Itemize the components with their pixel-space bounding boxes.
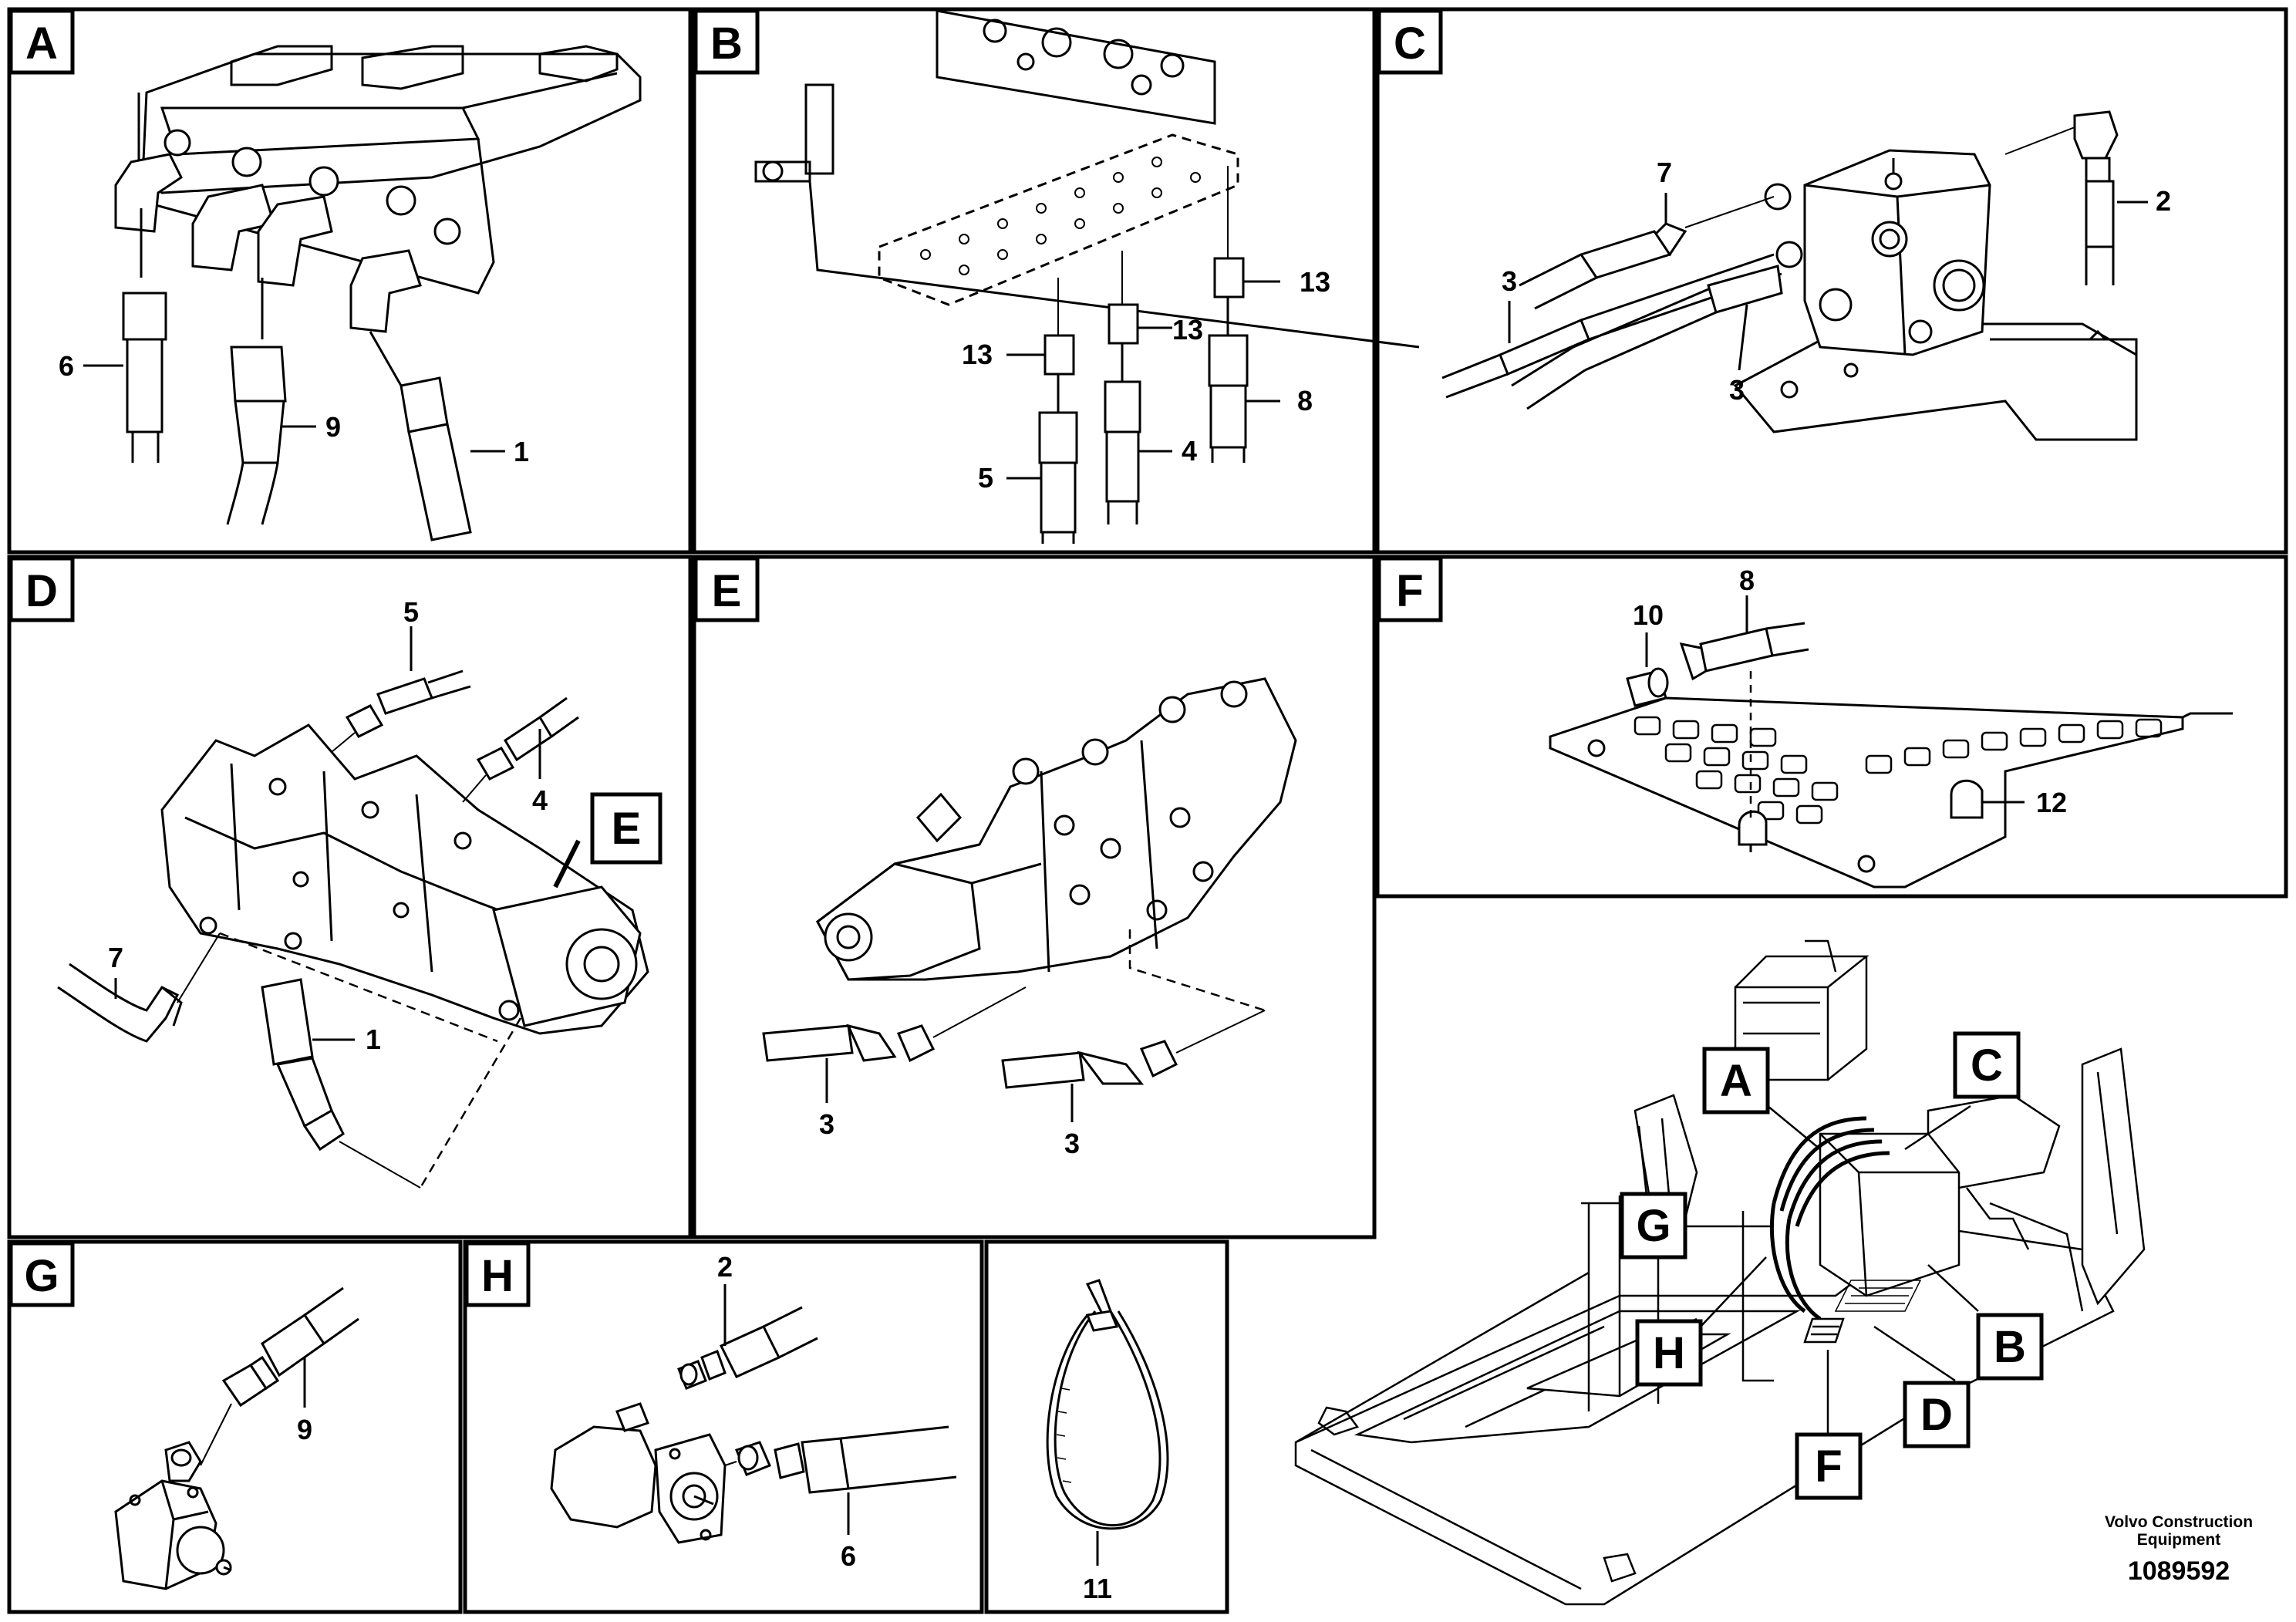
callout-3-b: 3 (1729, 374, 1745, 406)
overview-label-h: H (1635, 1319, 1703, 1387)
panel-b-drawing (754, 9, 1420, 544)
panel-b-callouts: 13 13 13 5 4 8 (962, 266, 1330, 494)
drawing-number: 1089592 (2128, 1556, 2230, 1586)
panel-frame-a (7, 7, 693, 555)
svg-text:B: B (1994, 1322, 2026, 1372)
panel-f-callouts: 10 8 12 (1633, 565, 2067, 818)
panel-g-drawing (114, 1286, 359, 1590)
panel-label-h: H (464, 1241, 531, 1307)
overview-label-f: F (1795, 1432, 1863, 1500)
svg-text:D: D (25, 566, 58, 616)
callout-13-c: 13 (1300, 266, 1330, 298)
panel-d-callouts: 5 4 7 1 E (108, 596, 663, 1055)
company-name-line2: Equipment (2137, 1531, 2221, 1549)
callout-2: 2 (717, 1251, 733, 1283)
overview-drawing (1294, 939, 2146, 1606)
callout-1: 1 (514, 436, 529, 467)
panel-label-a: A (8, 8, 75, 75)
svg-text:H: H (1653, 1328, 1685, 1378)
panel-d-drawing (57, 626, 649, 1189)
panel-e-callouts: 3 3 (819, 1108, 1080, 1159)
panel-frame-b (692, 7, 1377, 555)
panel-frames (7, 7, 2288, 1614)
panel-frame-f (1375, 555, 2288, 899)
panel-label-b: B (693, 8, 760, 75)
svg-text:E: E (712, 566, 742, 616)
panel-label-d: D (8, 556, 75, 622)
callout-7: 7 (108, 942, 123, 973)
callout-9: 9 (325, 411, 341, 443)
callout-10: 10 (1633, 599, 1664, 631)
panel-a-callouts: 6 9 1 (59, 350, 529, 467)
overview-labels: A C G B H D F (1620, 1031, 2044, 1500)
panel-i-callouts: 11 (1083, 1573, 1112, 1604)
panel-frame-e (692, 555, 1377, 1239)
callout-8: 8 (1297, 385, 1313, 416)
callout-5: 5 (978, 462, 993, 494)
panel-frame-g (7, 1239, 463, 1614)
overview-label-c: C (1953, 1031, 2021, 1099)
callout-13-b: 13 (1172, 314, 1203, 346)
callout-13-a: 13 (962, 339, 993, 370)
panel-f-drawing (1549, 595, 2233, 889)
panel-h-callouts: 2 6 (717, 1251, 856, 1572)
callout-3-b: 3 (1064, 1128, 1080, 1159)
callout-12: 12 (2036, 787, 2067, 818)
callout-4: 4 (1182, 435, 1197, 467)
panel-label-c: C (1377, 8, 1443, 75)
panel-c-callouts: 7 2 3 3 (1502, 157, 2171, 406)
overview-label-g: G (1620, 1192, 1687, 1259)
svg-text:A: A (1720, 1056, 1752, 1106)
svg-text:H: H (481, 1251, 514, 1301)
callout-3-a: 3 (819, 1108, 834, 1140)
callout-6: 6 (59, 350, 74, 382)
panel-frame-h (463, 1239, 984, 1614)
callout-6: 6 (841, 1540, 856, 1572)
overview-label-b: B (1976, 1313, 2044, 1381)
svg-text:F: F (1396, 566, 1423, 616)
svg-text:B: B (710, 19, 743, 69)
svg-text:C: C (1971, 1040, 2003, 1091)
callout-5: 5 (403, 596, 419, 628)
panel-a-drawing (83, 45, 642, 541)
svg-text:F: F (1815, 1442, 1842, 1492)
callout-7: 7 (1657, 157, 1672, 188)
panel-frame-c (1375, 7, 2288, 555)
callout-2: 2 (2156, 185, 2171, 217)
callout-1: 1 (366, 1023, 381, 1055)
panel-frame-i (984, 1239, 1229, 1614)
callout-4: 4 (532, 784, 548, 816)
panel-frame-d (7, 555, 693, 1239)
panel-label-g: G (8, 1241, 75, 1307)
panel-i-drawing (1046, 1279, 1169, 1566)
svg-text:C: C (1394, 19, 1426, 69)
panel-label-e: E (693, 556, 760, 622)
callout-11: 11 (1083, 1573, 1112, 1604)
panel-h-drawing (550, 1284, 957, 1544)
callout-9: 9 (297, 1414, 312, 1445)
drawing-footer: Volvo Construction Equipment 1089592 (2105, 1513, 2253, 1586)
svg-text:E: E (612, 804, 642, 854)
panel-e-drawing (762, 677, 1297, 1122)
svg-text:G: G (24, 1251, 59, 1301)
callout-8: 8 (1739, 565, 1755, 596)
svg-text:A: A (25, 19, 58, 69)
panel-labels: A B C D E F G H (8, 8, 1443, 1307)
overview-label-a: A (1702, 1047, 1770, 1114)
panel-c-drawing (1441, 110, 2148, 441)
ref-label-e: E (590, 792, 663, 865)
svg-text:D: D (1920, 1390, 1953, 1440)
panel-g-callouts: 9 (297, 1414, 312, 1445)
company-name-line1: Volvo Construction (2105, 1513, 2253, 1531)
overview-label-d: D (1903, 1381, 1971, 1448)
callout-3-a: 3 (1502, 265, 1517, 297)
svg-text:G: G (1636, 1201, 1671, 1251)
panel-label-f: F (1377, 556, 1443, 622)
